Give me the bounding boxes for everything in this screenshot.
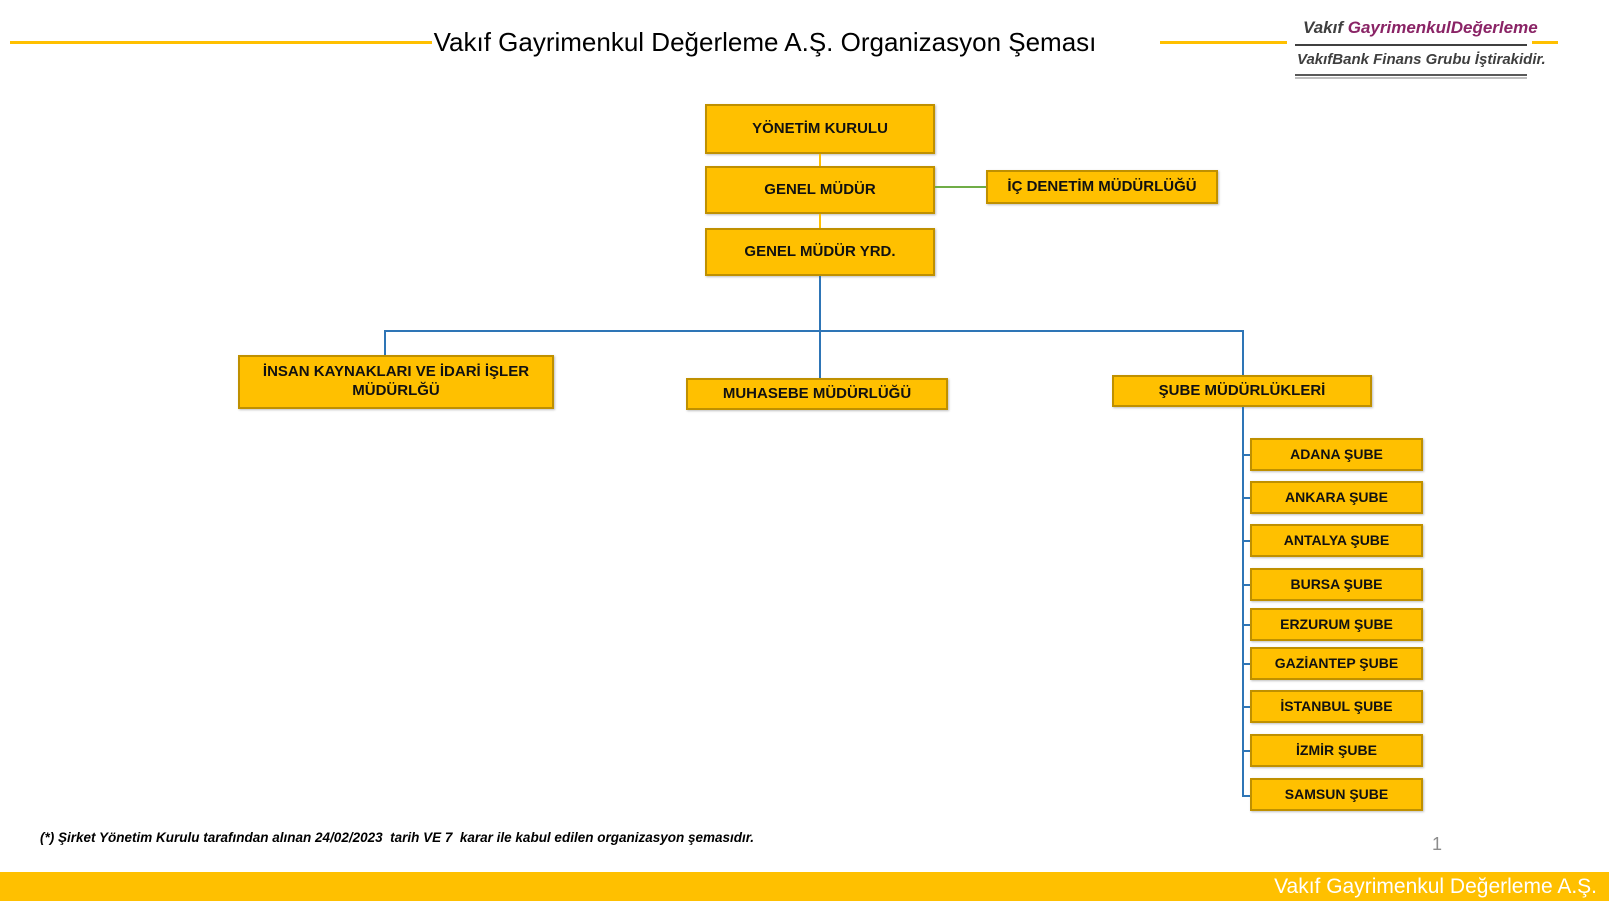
org-box-label: GENEL MÜDÜR YRD. [744,242,896,260]
org-box-label: ERZURUM ŞUBE [1280,615,1393,632]
org-box-label: ŞUBE MÜDÜRLÜKLERİ [1158,381,1326,399]
connector-stub-ankara [1242,497,1251,499]
logo-divider-top [1295,44,1527,46]
page-number: 1 [1432,834,1443,854]
org-box-label: İSTANBUL ŞUBE [1280,697,1393,714]
connector-gm-to-deputy [819,214,821,228]
org-box-label: İNSAN KAYNAKLARI VE İDARİ İŞLER MÜDÜRLĞÜ [262,363,530,399]
org-box-label: İZMİR ŞUBE [1296,741,1377,758]
org-box-label: ADANA ŞUBE [1290,445,1383,462]
connector-horizontal-distributor [384,330,1244,332]
org-box-branch-adana: ADANA ŞUBE [1250,438,1423,471]
org-box-label: BURSA ŞUBE [1290,575,1383,592]
logo-brand-prefix: Vakıf [1303,18,1344,37]
org-box-branch-antalya: ANTALYA ŞUBE [1250,524,1423,557]
org-box-ic-denetim-mudurlugu: İÇ DENETİM MÜDÜRLÜĞÜ [986,170,1218,204]
connector-gm-to-internal-audit [935,186,986,188]
logo-brand-row: Vakıf GayrimenkulDeğerleme [1293,16,1538,44]
connector-stub-samsun [1242,795,1251,797]
connector-stub-gaziantep [1242,663,1251,665]
org-box-label: YÖNETİM KURULU [752,119,888,137]
connector-stub-bursa [1242,584,1251,586]
connector-stub-istanbul [1242,706,1251,708]
org-box-branch-bursa: BURSA ŞUBE [1250,568,1423,601]
footer-bar: Vakıf Gayrimenkul Değerleme A.Ş. [0,872,1609,901]
org-box-label: MUHASEBE MÜDÜRLÜĞÜ [722,384,912,402]
org-box-genel-mudur-yrd: GENEL MÜDÜR YRD. [705,228,935,276]
connector-stub-erzurum [1242,624,1251,626]
logo-brand-suffix: GayrimenkulDeğerleme [1347,18,1538,37]
org-box-branch-erzurum: ERZURUM ŞUBE [1250,608,1423,641]
org-box-sube-mudurlukleri: ŞUBE MÜDÜRLÜKLERİ [1112,375,1372,407]
org-box-label: ANKARA ŞUBE [1285,488,1388,505]
org-box-label: SAMSUN ŞUBE [1284,785,1389,802]
header-accent-line-left [10,41,432,44]
org-box-label: İÇ DENETİM MÜDÜRLÜĞÜ [1007,177,1197,195]
logo-tagline: VakıfBank Finans Grubu İştirakidir. [1297,51,1546,68]
connector-drop-muhasebe [819,330,821,378]
org-box-label: ANTALYA ŞUBE [1283,531,1390,548]
header-accent-line-middle [1160,41,1287,44]
connector-stub-antalya [1242,540,1251,542]
org-box-muhasebe-mudurlugu: MUHASEBE MÜDÜRLÜĞÜ [686,378,948,410]
connector-deputy-down [819,276,821,330]
connector-stub-adana [1242,454,1251,456]
org-box-insan-kaynaklari: İNSAN KAYNAKLARI VE İDARİ İŞLER MÜDÜRLĞÜ [238,355,554,409]
vakifbank-gold-parallelogram-icon [1293,18,1301,38]
org-box-genel-mudur: GENEL MÜDÜR [705,166,935,214]
connector-stub-izmir [1242,750,1251,752]
footer-company-name: Vakıf Gayrimenkul Değerleme A.Ş. [1274,874,1597,898]
org-box-branch-izmir: İZMİR ŞUBE [1250,734,1423,767]
logo-divider-bottom [1295,74,1527,76]
company-logo: Vakıf GayrimenkulDeğerleme VakıfBank Fin… [1293,16,1546,76]
header-accent-line-right [1532,41,1558,44]
logo-brand-text: Vakıf GayrimenkulDeğerleme [1303,18,1538,38]
connector-drop-hr [384,330,386,355]
org-box-branch-ankara: ANKARA ŞUBE [1250,481,1423,514]
org-box-branch-gaziantep: GAZİANTEP ŞUBE [1250,647,1423,680]
org-box-label: GAZİANTEP ŞUBE [1274,654,1399,671]
org-box-branch-samsun: SAMSUN ŞUBE [1250,778,1423,811]
page-title: Vakıf Gayrimenkul Değerleme A.Ş. Organiz… [433,27,1097,57]
connector-drop-sube [1242,330,1244,375]
connector-branch-spine [1242,407,1244,796]
org-box-yonetim-kurulu: YÖNETİM KURULU [705,104,935,154]
connector-board-to-gm [819,154,821,166]
footnote: (*) Şirket Yönetim Kurulu tarafından alı… [40,830,755,845]
org-box-label: GENEL MÜDÜR [764,180,876,198]
org-box-branch-istanbul: İSTANBUL ŞUBE [1250,690,1423,723]
